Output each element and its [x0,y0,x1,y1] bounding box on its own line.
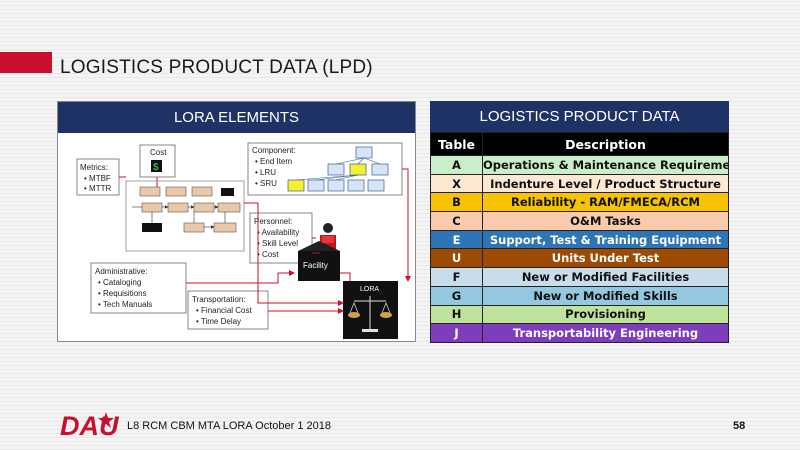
table-code-cell: F [430,267,483,287]
administrative-item: • Tech Manuals [98,300,152,309]
personnel-item: • Skill Level [257,239,298,248]
personnel-item: • Availability [257,228,299,237]
lora-elements-panel: LORA ELEMENTS Metrics: • MTBF • MTTR Cos… [57,101,416,342]
transportation-item: • Financial Cost [196,306,252,315]
table-code-cell: G [430,285,483,306]
description-cell: Indenture Level / Product Structure [482,173,729,194]
lpd-table-header-row: Table Description [430,132,729,156]
administrative-item: • Cataloging [98,278,141,287]
title-accent-bar [0,52,52,73]
transportation-title: Transportation: [192,295,246,304]
description-cell: New or Modified Facilities [482,267,729,287]
table-code-cell: B [430,192,483,213]
component-title: Component: [252,146,296,155]
table-code-cell: H [430,304,483,325]
component-item: • SRU [255,179,277,188]
administrative-title: Administrative: [95,267,147,276]
description-cell: Transportability Engineering [482,323,729,343]
cost-box: Cost $ [139,144,176,178]
dollar-icon: $ [153,162,159,173]
connector-lines [119,168,411,314]
description-cell: Reliability - RAM/FMECA/RCM [482,192,729,213]
description-cell: O&M Tasks [482,211,729,231]
description-cell: Support, Test & Training Equipment [482,229,729,250]
slide-title: LOGISTICS PRODUCT DATA (LPD) [60,57,373,78]
star-icon [98,412,114,428]
administrative-item: • Requisitions [98,289,147,298]
personnel-title: Personnel: [254,217,292,226]
component-item: • End Item [255,157,292,166]
metrics-item: • MTTR [84,184,111,193]
metrics-box: Metrics: • MTBF • MTTR [76,158,120,196]
component-box: Component: • End Item • LRU • SRU [247,142,403,196]
lora-panel-header: LORA ELEMENTS [58,102,415,133]
table-code-cell: C [430,211,483,231]
table-code-cell: A [430,155,483,175]
table-code-cell: J [430,323,483,343]
administrative-box: Administrative: • Cataloging • Requisiti… [90,262,187,314]
component-item: • LRU [255,168,276,177]
column-header-description: Description [482,132,729,156]
facility-box: Facility [298,241,340,281]
transportation-box: Transportation: • Financial Cost • Time … [187,290,269,330]
footer-text: L8 RCM CBM MTA LORA October 1 2018 [127,420,331,432]
lora-diagram: Metrics: • MTBF • MTTR Cost $ [76,142,411,339]
structure-tree [125,180,245,252]
table-code-cell: X [430,173,483,194]
description-cell: Provisioning [482,304,729,325]
page-number: 58 [733,420,746,432]
column-header-table: Table [430,132,483,156]
description-cell: Units Under Test [482,248,729,269]
metrics-title: Metrics: [80,163,108,172]
dau-logo-text: DAU [60,411,120,440]
description-cell: Operations & Maintenance Requirements [482,155,729,175]
table-code-cell: E [430,229,483,250]
lora-scale-label: LORA [360,286,379,293]
description-cell: New or Modified Skills [482,285,729,306]
personnel-item: • Cost [257,250,279,259]
facility-label: Facility [303,261,328,270]
transportation-item: • Time Delay [196,317,241,326]
metrics-item: • MTBF [84,174,111,183]
dau-logo: DAU [60,411,120,440]
lpd-panel-header: LOGISTICS PRODUCT DATA [430,101,729,132]
lora-scale-icon: LORA [343,281,398,339]
lpd-panel: LOGISTICS PRODUCT DATA Table Description… [430,101,729,343]
table-code-cell: U [430,248,483,269]
cost-label: Cost [150,148,167,157]
